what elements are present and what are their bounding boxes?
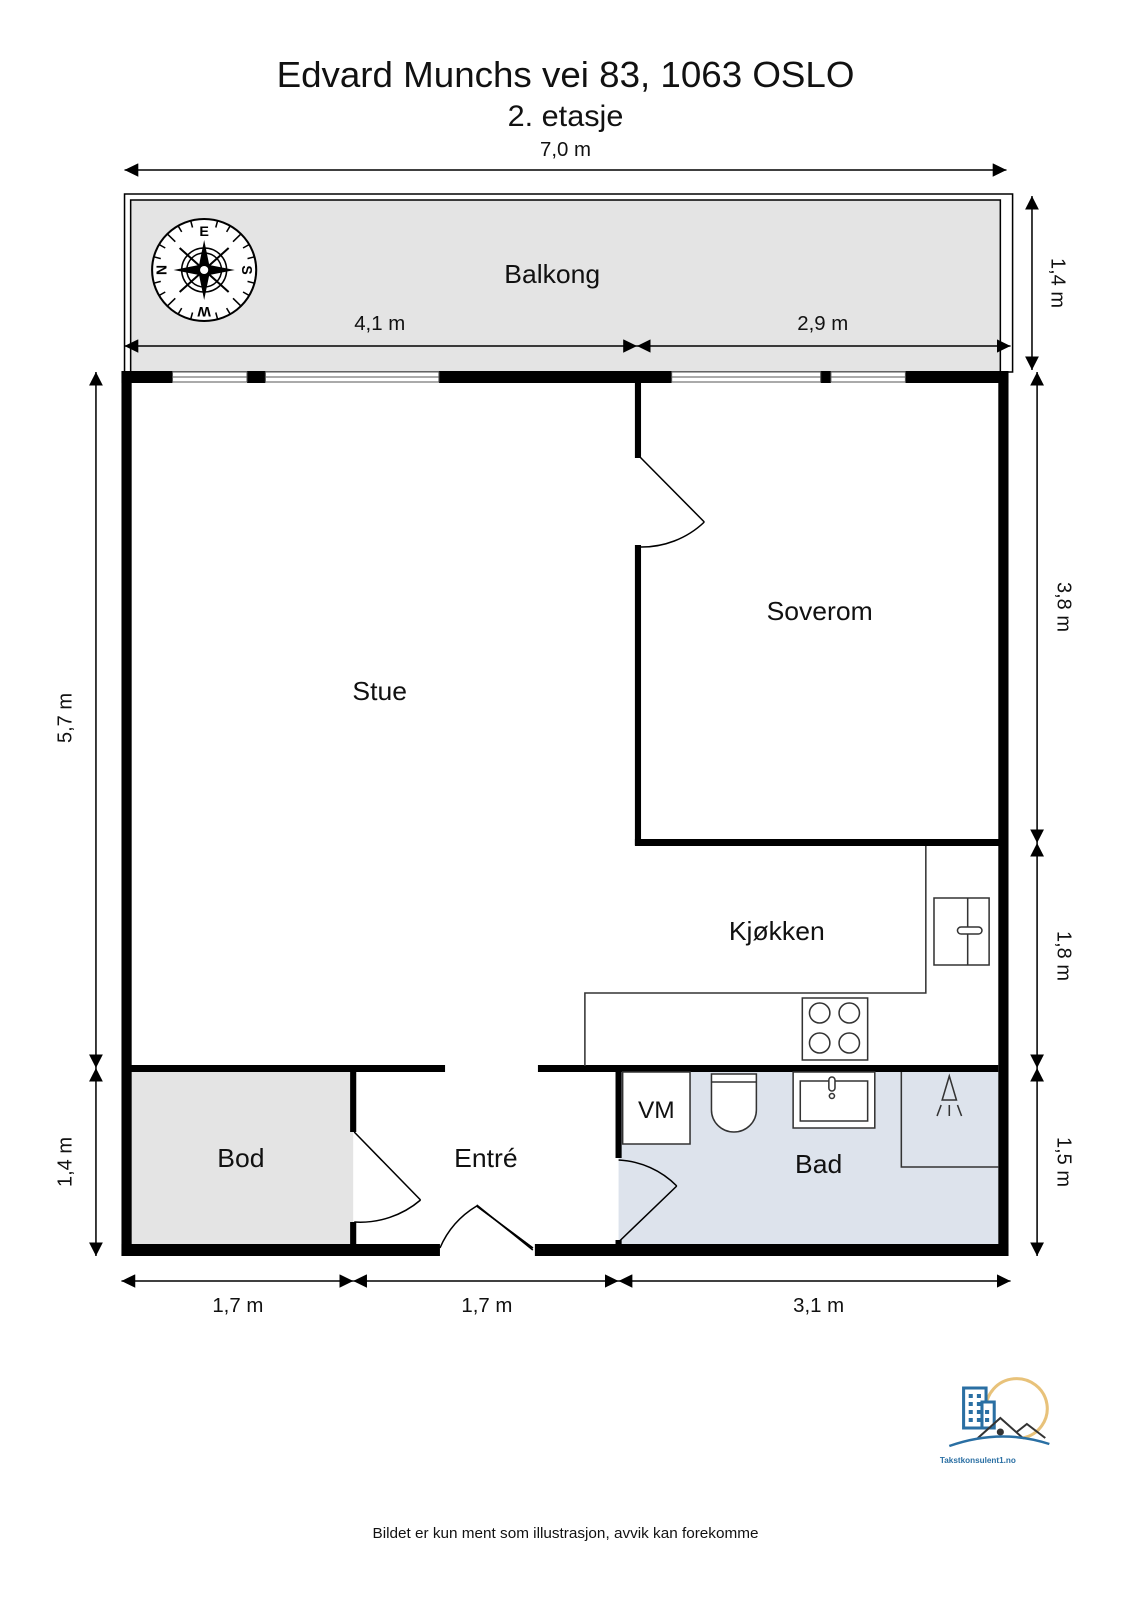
room-label-soverom: Soverom [767, 596, 873, 626]
dimension-bottom-bad: 3,1 m [618, 1274, 1011, 1317]
door-bod [353, 1131, 422, 1223]
toilet-icon [710, 1073, 758, 1133]
door-entrance[interactable] [439, 1204, 534, 1251]
room-label-entre: Entré [454, 1143, 517, 1173]
svg-text:1,4 m: 1,4 m [1046, 258, 1068, 308]
dimension-balcony-right: 2,9 m [797, 313, 848, 335]
disclaimer: Bildet er kun ment som illustrasjon, avv… [373, 1525, 759, 1542]
room-label-balkong: Balkong [504, 259, 600, 289]
stove-icon [801, 997, 869, 1061]
room-label-bad: Bad [795, 1149, 842, 1179]
kitchen-sink-icon [933, 897, 990, 966]
dimension-bottom-bod: 1,7 m [121, 1274, 354, 1317]
svg-text:Takstkonsulent1.no: Takstkonsulent1.no [940, 1456, 1016, 1465]
bod-room [130, 1072, 354, 1248]
svg-text:1,7 m: 1,7 m [212, 1295, 263, 1317]
svg-text:3,1 m: 3,1 m [793, 1295, 844, 1317]
svg-text:1,8 m: 1,8 m [1052, 931, 1074, 981]
svg-text:1,5 m: 1,5 m [1052, 1137, 1074, 1187]
svg-text:1,7 m: 1,7 m [461, 1295, 512, 1317]
dimension-left-bottom: 1,4 m [54, 1068, 103, 1256]
room-label-bod: Bod [217, 1143, 264, 1173]
svg-text:5,7 m: 5,7 m [54, 693, 76, 743]
svg-text:1,4 m: 1,4 m [54, 1137, 76, 1187]
dimension-right-soverom: 3,8 m [1030, 372, 1075, 843]
floor-label: 2. etasje [508, 100, 624, 133]
interior-walls [130, 380, 1001, 1248]
washing-machine: VM [621, 1071, 691, 1145]
kitchen-counter [584, 846, 927, 1066]
svg-text:7,0 m: 7,0 m [540, 139, 591, 161]
door-bad [618, 1159, 678, 1243]
balcony: Balkong 4,1 m 2,9 m [123, 193, 1014, 373]
compass-icon: E W N S [151, 218, 258, 322]
dimension-right-bad: 1,5 m [1030, 1068, 1075, 1256]
company-logo: Takstkonsulent1.no [940, 1377, 1050, 1465]
svg-text:3,8 m: 3,8 m [1052, 582, 1074, 632]
dimension-right-kjokken: 1,8 m [1030, 843, 1075, 1068]
room-label-stue: Stue [352, 676, 407, 706]
dimension-balcony-left: 4,1 m [354, 313, 405, 335]
dimension-left-main: 5,7 m [54, 372, 103, 1068]
room-label-kjokken: Kjøkken [729, 916, 825, 946]
door-soverom [638, 455, 705, 548]
shower-icon [900, 1072, 999, 1168]
bath-sink-icon [792, 1071, 876, 1129]
dimension-top-total: 7,0 m [124, 139, 1007, 177]
dimension-balcony-depth: 1,4 m [1025, 196, 1069, 370]
address-title: Edvard Munchs vei 83, 1063 OSLO [277, 54, 855, 95]
svg-text:S: S [239, 265, 255, 274]
dimension-bottom-entre: 1,7 m [353, 1274, 619, 1317]
svg-text:W: W [197, 304, 211, 320]
svg-text:VM: VM [638, 1097, 675, 1124]
svg-text:E: E [199, 223, 209, 239]
windows [171, 371, 906, 383]
svg-text:N: N [153, 265, 169, 275]
outer-walls [121, 371, 1009, 1256]
